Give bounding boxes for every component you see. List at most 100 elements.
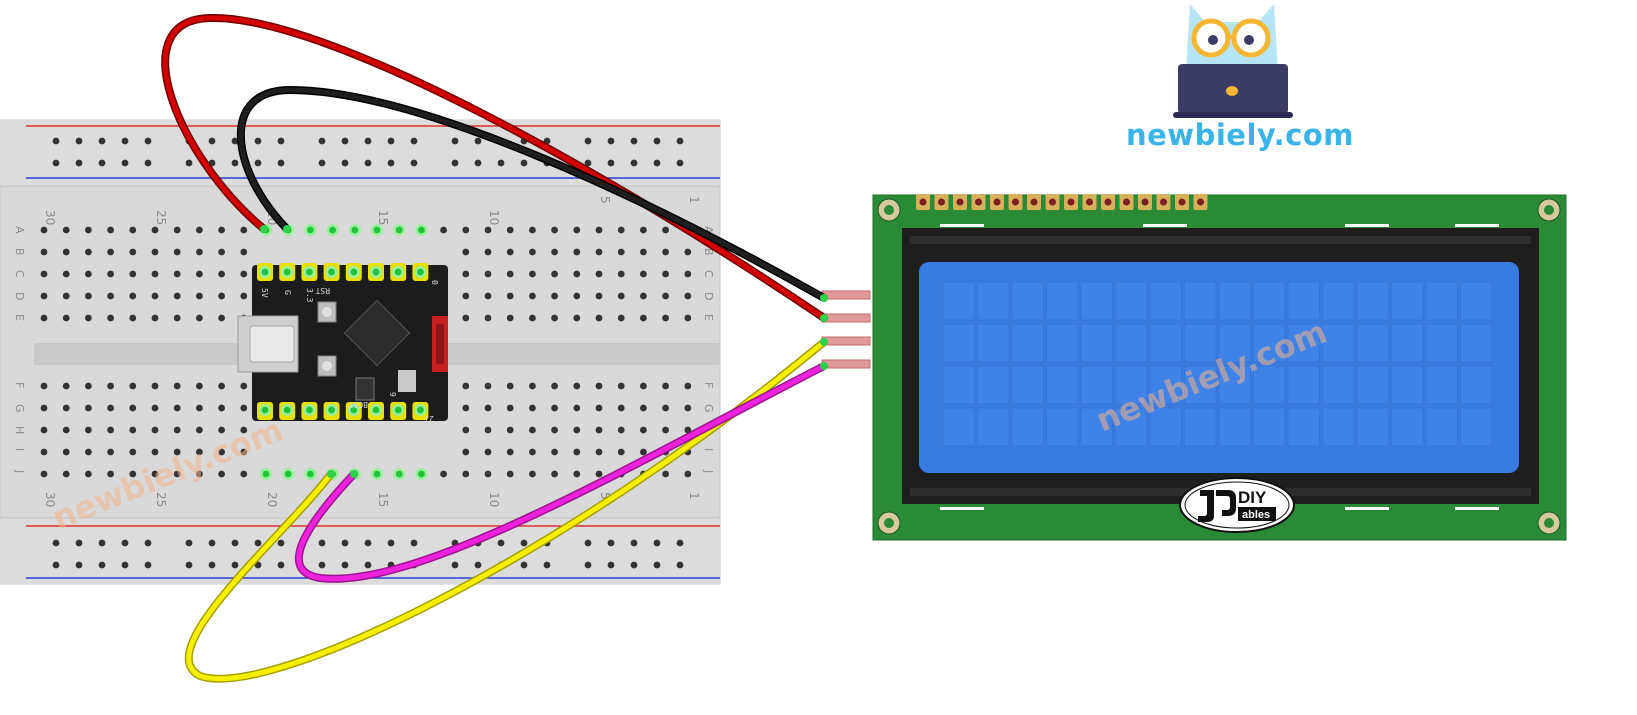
lcd-char-cell <box>1460 407 1493 447</box>
breadboard-hole <box>85 448 92 456</box>
lcd-pin <box>993 198 1001 206</box>
breadboard-hole <box>484 448 492 456</box>
rail-hole <box>410 539 418 547</box>
breadboard-hole <box>107 314 114 322</box>
breadboard-hole <box>662 404 669 412</box>
breadboard-hole <box>129 314 137 322</box>
board-label-rst: RST <box>315 286 330 295</box>
breadboard-hole <box>595 404 603 412</box>
breadboard-hole <box>418 470 425 478</box>
rail-hole <box>75 561 83 569</box>
rail-hole <box>52 561 60 569</box>
breadboard-hole <box>173 470 181 478</box>
breadboard-hole <box>107 404 114 412</box>
rail-hole <box>98 159 106 167</box>
breadboard-hole <box>418 226 425 234</box>
board-label-boot: BOOT <box>349 400 368 409</box>
lcd-char-cell <box>1391 323 1424 363</box>
breadboard-hole <box>684 270 692 278</box>
breadboard-hole <box>173 314 181 322</box>
board-label-3v3: 3.3 <box>305 288 314 303</box>
lcd-pin <box>938 198 945 206</box>
breadboard-hole <box>506 448 514 456</box>
breadboard-hole <box>40 226 48 234</box>
rail-hole <box>607 561 615 569</box>
lcd-pin <box>1197 198 1204 206</box>
breadboard-hole <box>40 248 48 256</box>
rail-hole <box>676 159 684 167</box>
rail-hole <box>364 159 372 167</box>
col-number: 25 <box>154 492 168 507</box>
rail-hole <box>520 561 528 569</box>
breadboard-hole <box>218 270 226 278</box>
lcd-char-cell <box>1460 281 1493 321</box>
breadboard-hole <box>129 426 137 434</box>
header-pin <box>372 268 380 276</box>
rail-hole <box>318 539 326 547</box>
rail-hole <box>341 137 349 145</box>
lcd-char-cell <box>1253 281 1286 321</box>
lcd-char-cell <box>1356 281 1389 321</box>
rail-hole <box>607 159 615 167</box>
row-letter: B <box>702 248 715 256</box>
lcd-pin <box>1104 198 1112 206</box>
breadboard-hole <box>662 226 669 234</box>
lcd-char-cell <box>1011 281 1044 321</box>
breadboard-hole <box>218 448 226 456</box>
breadboard-hole <box>85 426 92 434</box>
breadboard-hole <box>218 382 226 390</box>
breadboard-hole <box>62 314 70 322</box>
breadboard-hole <box>173 226 181 234</box>
lcd-char-cell <box>1115 365 1148 405</box>
header-pin <box>417 406 424 414</box>
rail-hole <box>52 539 60 547</box>
breadboard-hole <box>62 270 70 278</box>
breadboard-hole <box>85 382 92 390</box>
breadboard-hole <box>462 226 470 234</box>
rail-hole <box>607 137 615 145</box>
lcd-char-cell <box>1080 407 1113 447</box>
lcd-char-cell <box>1046 323 1079 363</box>
board-label-5v: 5V <box>260 288 269 298</box>
breadboard-hole <box>40 470 48 478</box>
breadboard-hole <box>85 226 92 234</box>
breadboard-hole <box>196 382 203 390</box>
rail-hole <box>451 159 459 167</box>
rail-hole <box>98 561 106 569</box>
breadboard-hole <box>40 292 48 300</box>
lcd-char-cell <box>1356 323 1389 363</box>
breadboard-hole <box>129 292 137 300</box>
breadboard-hole <box>196 448 203 456</box>
rail-hole <box>318 561 326 569</box>
breadboard-hole <box>662 382 669 390</box>
lcd-char-cell <box>1218 323 1251 363</box>
breadboard-hole <box>40 270 48 278</box>
lcd-char-cell <box>942 323 975 363</box>
breadboard-hole <box>506 314 514 322</box>
rail-hole <box>75 539 83 547</box>
rail-hole <box>474 137 482 145</box>
rail-hole <box>676 539 684 547</box>
breadboard-hole <box>129 226 137 234</box>
breadboard-hole <box>617 226 625 234</box>
header-pin <box>306 406 313 414</box>
breadboard-hole <box>551 426 558 434</box>
breadboard-hole <box>484 382 492 390</box>
lcd-char-cell <box>1391 365 1424 405</box>
breadboard-hole <box>218 404 226 412</box>
rail-hole <box>584 561 592 569</box>
breadboard-hole <box>196 314 203 322</box>
breadboard-hole <box>484 404 492 412</box>
rail-hole <box>584 137 592 145</box>
breadboard-hole <box>506 426 514 434</box>
rail-hole <box>364 137 372 145</box>
breadboard-hole <box>640 292 647 300</box>
rail-hole <box>676 561 684 569</box>
lcd-char-cell <box>1287 281 1320 321</box>
lcd-char-cell <box>1115 407 1148 447</box>
breadboard-hole <box>62 448 70 456</box>
lcd-char-cell <box>1011 407 1044 447</box>
breadboard-hole <box>107 270 114 278</box>
rail-hole <box>630 159 638 167</box>
breadboard-hole <box>662 314 669 322</box>
